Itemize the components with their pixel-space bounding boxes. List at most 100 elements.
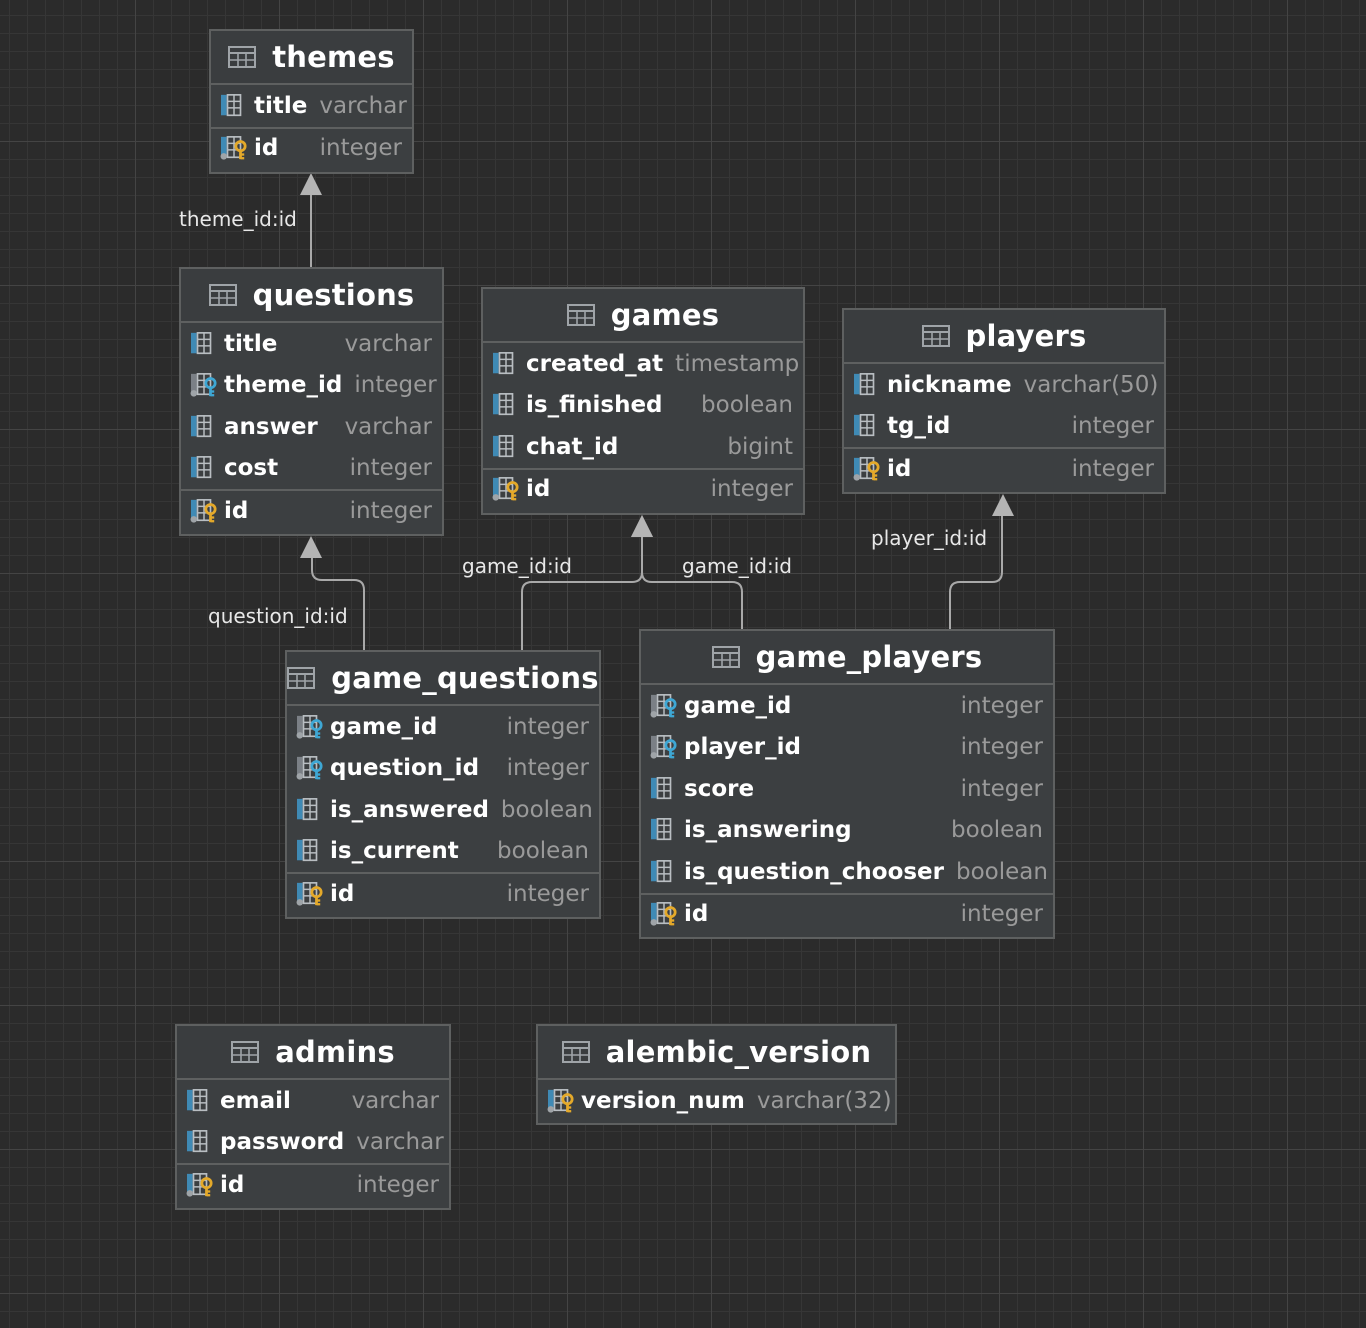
table-name: questions <box>252 278 415 312</box>
table-name: players <box>965 319 1087 353</box>
column-row[interactable]: answer varchar <box>181 406 442 448</box>
edge-arrowhead <box>631 515 653 537</box>
column-type: integer <box>710 476 793 503</box>
table-header[interactable]: games <box>483 289 803 343</box>
table-header[interactable]: players <box>844 310 1164 364</box>
column-type: boolean <box>956 858 1048 885</box>
column-type: integer <box>506 880 589 907</box>
table-header[interactable]: game_players <box>641 631 1053 685</box>
column-name: title <box>254 92 308 119</box>
column-type: varchar(32) <box>756 1087 892 1114</box>
column-row[interactable]: player_id integer <box>641 727 1053 769</box>
table-icon <box>228 46 257 68</box>
table-header[interactable]: alembic_version <box>538 1026 895 1080</box>
column-icon <box>852 372 882 398</box>
edge-gq-game <box>521 535 643 650</box>
table-name: game_questions <box>331 661 599 695</box>
edge-arrowhead <box>300 536 322 558</box>
column-type: integer <box>349 497 432 524</box>
column-type: boolean <box>701 392 793 419</box>
primary-key-icon <box>649 901 679 927</box>
column-icon <box>185 1088 215 1114</box>
table-name: alembic_version <box>605 1035 872 1069</box>
edge-label: game_id:id <box>682 554 792 578</box>
column-type: varchar <box>344 413 432 440</box>
column-type: varchar <box>344 330 432 357</box>
column-icon <box>219 93 249 119</box>
table-icon <box>231 1041 260 1063</box>
column-name: player_id <box>684 734 801 761</box>
column-icon <box>491 351 521 377</box>
column-name: version_num <box>581 1087 745 1114</box>
table-header[interactable]: admins <box>177 1026 449 1080</box>
primary-key-row[interactable]: id integer <box>181 489 442 531</box>
table-header[interactable]: themes <box>211 31 412 85</box>
column-name: id <box>224 497 249 524</box>
column-name: answer <box>224 413 318 440</box>
edge-arrowhead <box>992 494 1014 516</box>
table-name: themes <box>272 40 395 74</box>
column-icon <box>185 1129 215 1155</box>
table-alembic-version[interactable]: alembic_version version_num varchar(32) <box>536 1024 897 1125</box>
column-icon <box>189 455 219 481</box>
column-icon <box>189 414 219 440</box>
column-icon <box>649 817 679 843</box>
table-header[interactable]: questions <box>181 269 442 323</box>
column-type: varchar <box>356 1129 444 1156</box>
primary-key-row[interactable]: version_num varchar(32) <box>538 1080 895 1122</box>
foreign-key-icon <box>189 372 219 398</box>
column-type: boolean <box>951 817 1043 844</box>
column-name: id <box>887 455 912 482</box>
column-name: chat_id <box>526 433 619 460</box>
column-type: integer <box>960 692 1043 719</box>
table-header[interactable]: game_questions <box>287 652 599 706</box>
column-type: integer <box>960 734 1043 761</box>
edge-label: question_id:id <box>208 604 348 628</box>
edge-label: game_id:id <box>462 554 572 578</box>
foreign-key-icon <box>649 734 679 760</box>
primary-key-icon <box>219 135 249 161</box>
column-icon <box>295 838 325 864</box>
column-icon <box>852 413 882 439</box>
column-type: integer <box>1071 413 1154 440</box>
primary-key-icon <box>852 456 882 482</box>
column-icon <box>491 392 521 418</box>
primary-key-icon <box>185 1172 215 1198</box>
column-name: theme_id <box>224 372 343 399</box>
foreign-key-icon <box>295 714 325 740</box>
column-name: id <box>684 901 709 928</box>
